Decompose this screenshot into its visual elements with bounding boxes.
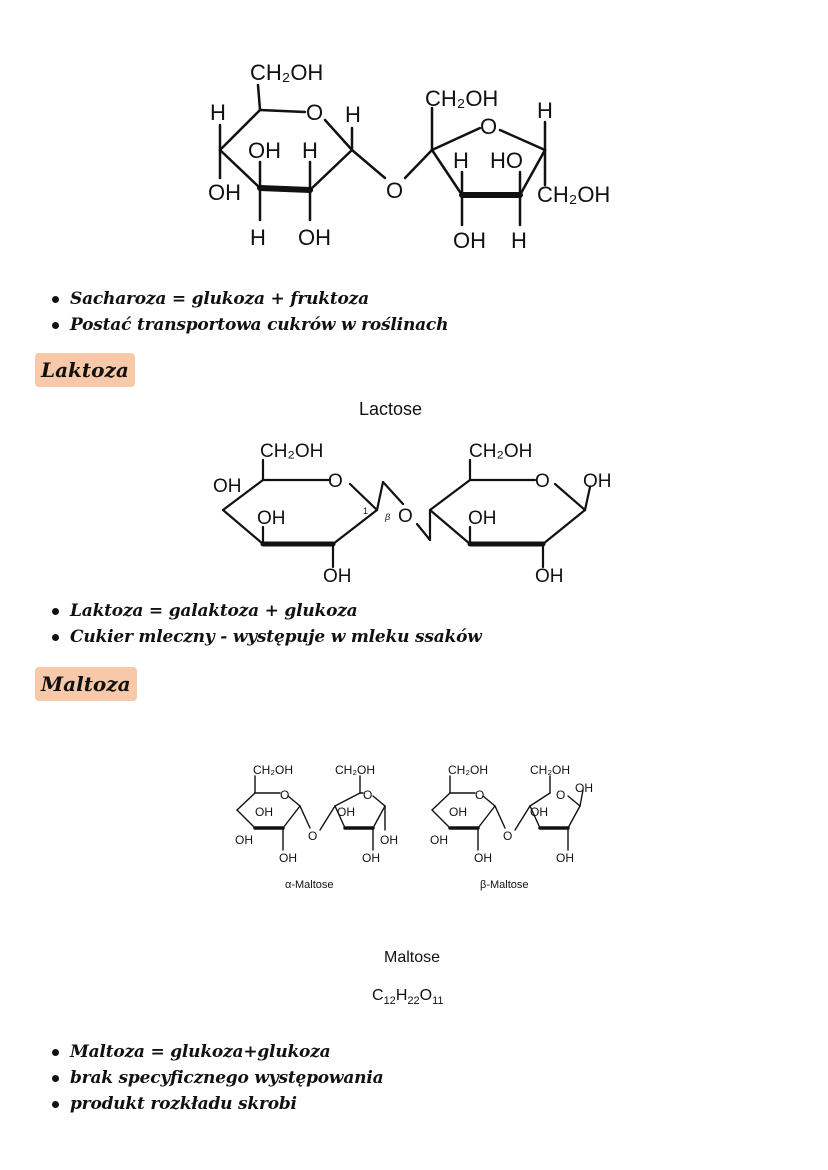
sucrose-bridge-o: O [386, 178, 403, 203]
maltose-alpha-oh: OH [362, 851, 380, 865]
list-item: brak specyficznego występowania [48, 1065, 384, 1091]
maltose-beta-oh: OH [449, 805, 467, 819]
maltose-alpha-oh: OH [279, 851, 297, 865]
maltose-heading: Maltoza [35, 667, 137, 701]
sucrose-glc-h: H [345, 102, 361, 127]
sucrose-glc-oh: OH [248, 138, 281, 163]
list-item-text: brak specyficznego występowania [70, 1068, 384, 1088]
lactose-gal-oh: OH [213, 476, 242, 497]
sucrose-glc-ch2oh: CH₂OH [250, 60, 323, 85]
sucrose-fru-h: H [537, 98, 553, 123]
bullet-dot [52, 1101, 59, 1108]
lactose-bridge-o: O [398, 506, 413, 527]
maltose-bullet-list: Maltoza = glukoza+glukoza brak specyficz… [48, 1039, 384, 1117]
lactose-gal-ch2oh: CH₂OH [260, 441, 323, 462]
maltose-alpha-oh: OH [235, 833, 253, 847]
maltose-alpha-oh: OH [337, 805, 355, 819]
list-item-text: produkt rozkładu skrobi [70, 1094, 297, 1114]
maltose-beta-ch2oh: CH₂OH [448, 763, 488, 777]
maltose-structures: CH₂OH O OH OH OH O CH₂OH O OH OH OH CH₂O… [235, 763, 593, 891]
list-item: Maltoza = glukoza+glukoza [48, 1039, 383, 1065]
maltose-alpha-bridge-o: O [308, 829, 317, 843]
lactose-beta-label: β [384, 512, 390, 522]
lactose-heading: Laktoza [35, 353, 135, 387]
formula-carbon-count: 12 [383, 995, 396, 1008]
maltose-beta-ch2oh: CH₂OH [530, 763, 570, 777]
lactose-glc-oh: OH [583, 471, 612, 492]
lactose-glc-oh: OH [535, 566, 564, 587]
formula-hydrogen: H [395, 987, 408, 1004]
bullet-dot [52, 1049, 59, 1056]
list-item-text: Cukier mleczny - występuje w mleku ssakó… [70, 627, 482, 647]
list-item-text: Laktoza = galaktoza + glukoza [70, 601, 358, 621]
lactose-bullet-list: Laktoza = galaktoza + glukoza Cukier mle… [48, 598, 482, 650]
sucrose-glc-h: H [250, 225, 266, 250]
maltose-beta-ring-o: O [475, 788, 484, 802]
sucrose-glc-oh: OH [298, 225, 331, 250]
formula-oxygen: O [419, 987, 433, 1004]
formula-oxygen-count: 11 [432, 995, 444, 1008]
lactose-structure: CH₂OH O OH OH OH O CH₂OH O OH OH OH 1 β [213, 441, 612, 587]
lactose-structure-title: Lactose [359, 399, 423, 419]
lactose-glc-oh: OH [468, 508, 497, 529]
maltose-alpha-ring-o: O [280, 788, 289, 802]
maltose-beta-oh: OH [430, 833, 448, 847]
lactose-carbon-number: 1 [363, 506, 368, 516]
maltose-alpha-oh: OH [380, 833, 398, 847]
maltose-structure-title: Maltose [384, 949, 441, 966]
list-item-text: Postać transportowa cukrów w roślinach [70, 315, 449, 335]
list-item: Sacharoza = glukoza + fruktoza [48, 286, 448, 312]
bullet-dot [52, 608, 59, 615]
bullet-dot [52, 1075, 59, 1082]
maltose-alpha-ch2oh: CH₂OH [335, 763, 375, 777]
sucrose-fru-ch2oh: CH₂OH [425, 86, 498, 111]
maltose-alpha-oh: OH [255, 805, 273, 819]
sucrose-fru-oh: OH [453, 228, 486, 253]
lactose-gal-oh: OH [257, 508, 286, 529]
sucrose-glc-h: H [302, 138, 318, 163]
sucrose-fru-ring-o: O [480, 114, 497, 139]
list-item-text: Sacharoza = glukoza + fruktoza [70, 289, 369, 309]
maltose-beta-oh: OH [530, 805, 548, 819]
sucrose-fru-ch2oh: CH₂OH [537, 182, 610, 207]
lactose-gal-oh: OH [323, 566, 352, 587]
bullet-dot [52, 322, 59, 329]
sucrose-fru-h: H [453, 148, 469, 173]
sucrose-glc-h: H [210, 100, 226, 125]
sucrose-glc-ring-o: O [306, 100, 323, 125]
sucrose-glc-oh: OH [208, 180, 241, 205]
maltose-alpha-ring-o: O [363, 788, 372, 802]
lactose-gal-ring-o: O [328, 471, 343, 492]
list-item: Postać transportowa cukrów w roślinach [48, 312, 448, 338]
maltose-beta-oh: OH [556, 851, 574, 865]
sucrose-bullet-list: Sacharoza = glukoza + fruktoza Postać tr… [48, 286, 448, 338]
maltose-alpha-ch2oh: CH₂OH [253, 763, 293, 777]
maltose-beta-bridge-o: O [503, 829, 512, 843]
list-item: Laktoza = galaktoza + glukoza [48, 598, 482, 624]
sucrose-structure: CH₂OH O H H OH H OH H OH O CH₂OH O H H H… [208, 60, 610, 253]
maltose-beta-oh: OH [474, 851, 492, 865]
maltose-beta-oh: OH [575, 781, 593, 795]
list-item: Cukier mleczny - występuje w mleku ssakó… [48, 624, 482, 650]
sucrose-fru-ho: HO [490, 148, 523, 173]
maltose-beta-ring-o: O [556, 788, 565, 802]
lactose-glc-ch2oh: CH₂OH [469, 441, 532, 462]
bullet-dot [52, 634, 59, 641]
list-item: produkt rozkładu skrobi [48, 1091, 383, 1117]
bullet-dot [52, 296, 59, 303]
formula-hydrogen-count: 22 [407, 995, 420, 1008]
list-item-text: Maltoza = glukoza+glukoza [70, 1042, 331, 1062]
maltose-formula: C12H22O11 [372, 987, 444, 1007]
lactose-glc-ring-o: O [535, 471, 550, 492]
beta-maltose-caption: β-Maltose [480, 879, 529, 891]
formula-carbon: C [372, 987, 384, 1004]
alpha-maltose-caption: α-Maltose [285, 879, 334, 891]
sucrose-fru-h: H [511, 228, 527, 253]
